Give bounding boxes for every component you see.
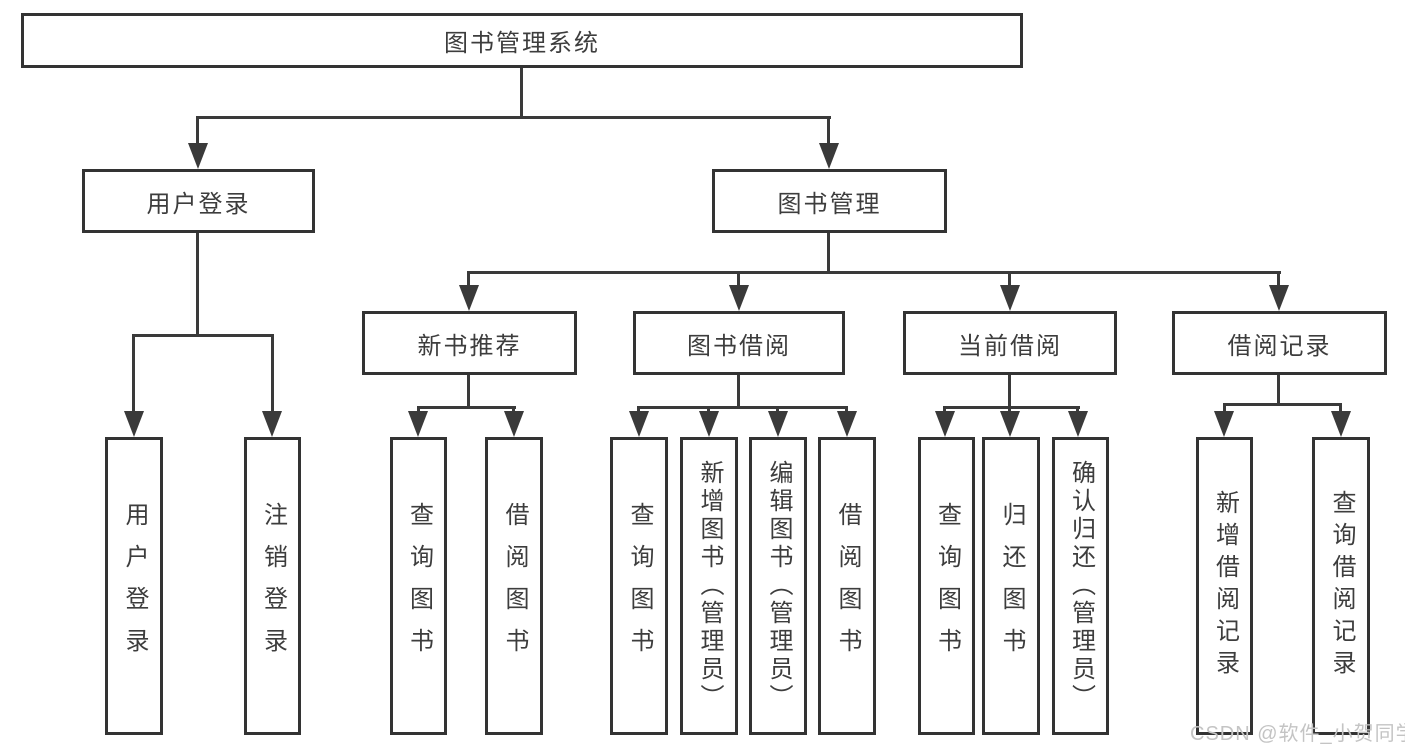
connector-line [1277,375,1280,405]
connector-line [943,406,1080,409]
leaf-add-borrow-record: 新增借阅记录 [1196,437,1253,735]
arrowhead-down-icon [1000,411,1020,437]
leaf-user-login: 用户登录 [105,437,163,735]
node-user-login-label: 用户登录 [146,190,251,218]
node-new-book-recommend-label: 新书推荐 [417,332,522,360]
connector-line [417,406,516,409]
connector-line [637,406,848,409]
leaf-borrow-books-recommend: 借阅图书 [485,437,543,735]
arrowhead-down-icon [768,411,788,437]
node-book-management-label: 图书管理 [777,190,882,218]
node-new-book-recommend: 新书推荐 [362,311,577,375]
leaf-query-books-recommend: 查询图书 [390,437,447,735]
leaf-return-book: 归还图书 [982,437,1040,735]
leaf-query-borrow-record: 查询借阅记录 [1312,437,1370,735]
connector-line [1223,403,1226,416]
leaf-query-books-current-label: 查询图书 [933,502,961,670]
arrowhead-down-icon [1269,285,1289,311]
leaf-borrow-books-borrowing-label: 借阅图书 [834,502,861,670]
node-book-borrowing-label: 图书借阅 [687,332,791,360]
leaf-query-books-borrowing: 查询图书 [610,437,668,735]
leaf-borrow-books-borrowing: 借阅图书 [818,437,876,735]
leaf-edit-book-admin-label: 编辑图书（管理员） [765,460,792,712]
arrowhead-down-icon [837,411,857,437]
connector-line [737,271,740,291]
connector-line [132,334,274,337]
arrowhead-down-icon [699,411,719,437]
connector-line [271,334,274,415]
connector-line [520,68,523,119]
leaf-add-book-admin: 新增图书（管理员） [680,437,738,735]
connector-line [467,271,1281,274]
arrowhead-down-icon [504,411,524,437]
leaf-logout-label: 注销登录 [259,502,287,670]
arrowhead-down-icon [1068,411,1088,437]
leaf-return-book-label: 归还图书 [998,502,1025,670]
arrowhead-down-icon [188,143,208,169]
leaf-query-books-current: 查询图书 [918,437,975,735]
arrowhead-down-icon [819,143,839,169]
connector-line [1339,403,1342,416]
arrowhead-down-icon [459,285,479,311]
arrowhead-down-icon [935,411,955,437]
node-book-borrowing: 图书借阅 [633,311,845,375]
arrowhead-down-icon [1214,411,1234,437]
connector-line [467,271,470,291]
arrowhead-down-icon [262,411,282,437]
arrowhead-down-icon [1331,411,1351,437]
arrowhead-down-icon [729,285,749,311]
connector-line [737,375,740,409]
arrowhead-down-icon [124,411,144,437]
arrowhead-down-icon [1000,285,1020,311]
connector-line [827,116,830,146]
connector-line [827,233,830,274]
node-root: 图书管理系统 [21,13,1023,68]
node-borrowing-records: 借阅记录 [1172,311,1387,375]
csdn-watermark: CSDN @软件_小贺同学 [1190,723,1405,745]
leaf-user-login-label: 用户登录 [121,502,148,670]
arrowhead-down-icon [408,411,428,437]
node-user-login: 用户登录 [82,169,315,233]
leaf-edit-book-admin: 编辑图书（管理员） [749,437,807,735]
leaf-query-borrow-record-label: 查询借阅记录 [1328,490,1355,682]
connector-line [467,375,470,409]
connector-line [132,334,135,415]
leaf-borrow-books-recommend-label: 借阅图书 [501,502,528,670]
connector-line [196,116,831,119]
leaf-query-books-recommend-label: 查询图书 [405,502,433,670]
connector-line [1223,403,1342,406]
arrowhead-down-icon [629,411,649,437]
node-current-borrowing: 当前借阅 [903,311,1117,375]
leaf-query-books-borrowing-label: 查询图书 [626,502,653,670]
node-root-label: 图书管理系统 [444,30,600,57]
leaf-confirm-return-admin: 确认归还（管理员） [1052,437,1109,735]
connector-line [1008,271,1011,291]
leaf-add-borrow-record-label: 新增借阅记录 [1211,490,1239,682]
node-current-borrowing-label: 当前借阅 [958,332,1062,360]
leaf-add-book-admin-label: 新增图书（管理员） [696,460,723,712]
connector-line [196,233,199,337]
connector-line [1277,271,1280,291]
node-borrowing-records-label: 借阅记录 [1227,332,1332,360]
connector-line [1008,375,1011,409]
leaf-confirm-return-admin-label: 确认归还（管理员） [1067,460,1095,712]
leaf-logout: 注销登录 [244,437,301,735]
connector-line [196,116,199,146]
node-book-management: 图书管理 [712,169,947,233]
